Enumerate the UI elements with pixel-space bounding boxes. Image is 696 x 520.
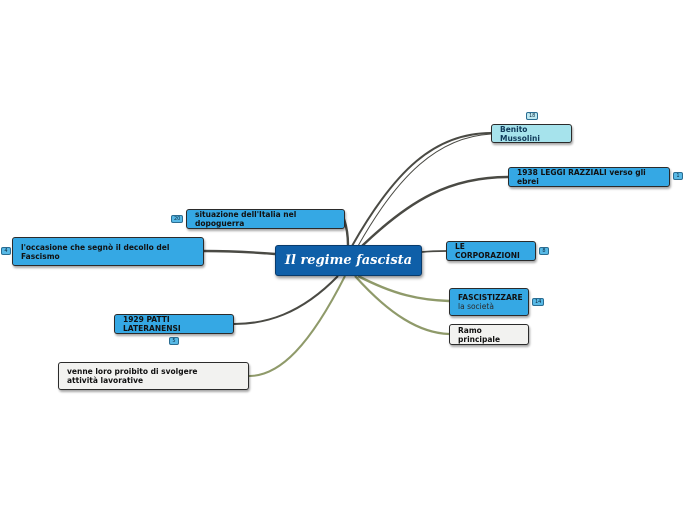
- patti-count-badge: 5: [169, 337, 179, 345]
- node-benito-mussolini[interactable]: Benito Mussolini: [491, 124, 572, 143]
- node-situazione[interactable]: situazione dell'Italia nel dopoguerra: [186, 209, 345, 229]
- mussolini-count-badge: 18: [526, 112, 539, 120]
- connector-mussolini-inner: [357, 133, 492, 247]
- situazione-count-badge: 20: [171, 215, 184, 223]
- node-fascistizzare-sublabel: la società: [458, 302, 494, 311]
- central-topic[interactable]: Il regime fascista: [275, 245, 422, 276]
- node-corporazioni[interactable]: LE CORPORAZIONI: [446, 241, 536, 261]
- connector-occasione: [203, 249, 276, 256]
- connector-ramo-principale: [354, 275, 450, 336]
- connector-mussolini: [351, 132, 492, 247]
- central-topic-label: Il regime fascista: [284, 253, 413, 268]
- node-ramo-principale-label: Ramo principale: [458, 325, 501, 344]
- node-fascistizzare-label: FASCISTIZZARE: [458, 293, 523, 302]
- node-ramo-principale[interactable]: Ramo principale: [449, 324, 529, 345]
- node-situazione-label: situazione dell'Italia nel dopoguerra: [195, 210, 297, 228]
- node-patti-lateranensi-label: 1929 PATTI LATERANENSI: [123, 315, 181, 333]
- node-benito-mussolini-label: Benito Mussolini: [500, 124, 540, 143]
- node-proibito[interactable]: venne loro proibito di svolgere attività…: [58, 362, 249, 390]
- connector-proibito: [248, 275, 346, 377]
- leggi-razziali-count-badge: 1: [673, 172, 683, 180]
- node-leggi-razziali[interactable]: 1938 LEGGI RAZZIALI verso gli ebrei: [508, 167, 670, 187]
- node-leggi-razziali-label: 1938 LEGGI RAZZIALI verso gli ebrei: [517, 168, 646, 186]
- node-fascistizzare[interactable]: FASCISTIZZARE la società: [449, 288, 529, 316]
- node-occasione-label: l'occasione che segnò il decollo del Fas…: [21, 242, 170, 261]
- node-corporazioni-label: LE CORPORAZIONI: [455, 242, 520, 260]
- node-proibito-label: venne loro proibito di svolgere attività…: [67, 367, 198, 385]
- corporazioni-count-badge: 8: [539, 247, 549, 255]
- node-occasione[interactable]: l'occasione che segnò il decollo del Fas…: [12, 237, 204, 266]
- connector-fascistizzare: [357, 274, 450, 303]
- connector-patti: [233, 275, 339, 325]
- node-patti-lateranensi[interactable]: 1929 PATTI LATERANENSI: [114, 314, 234, 334]
- connector-leggi-razziali: [361, 175, 509, 247]
- fascistizzare-count-badge: 14: [532, 298, 545, 306]
- connector-corporazioni: [421, 250, 447, 253]
- occasione-count-badge: 4: [1, 247, 11, 255]
